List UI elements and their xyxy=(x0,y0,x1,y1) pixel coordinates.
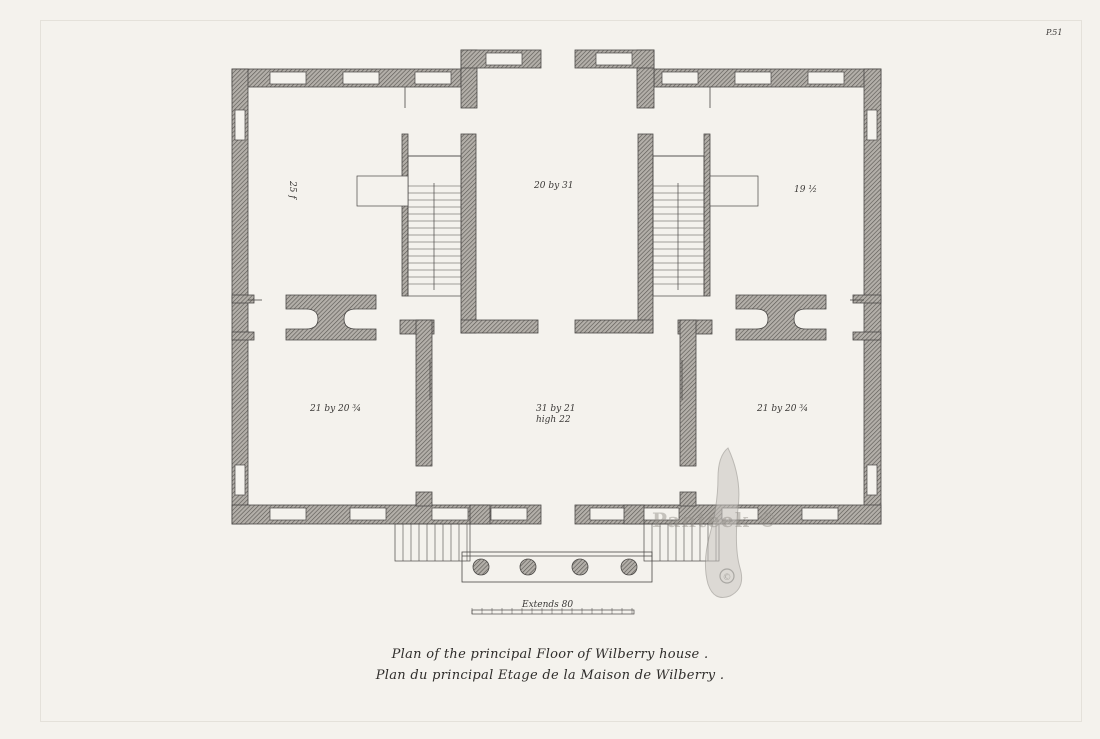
watermark-text: Panteek © xyxy=(652,508,779,532)
hall-wall-south-e xyxy=(574,319,654,334)
door-pier-w xyxy=(469,504,491,525)
interior-walls xyxy=(231,133,882,525)
stair-treads-west xyxy=(408,185,461,285)
staircase-east xyxy=(652,155,759,297)
stair-wall-e xyxy=(703,133,711,297)
column-1 xyxy=(472,558,490,576)
scale-ticks xyxy=(471,608,633,614)
stair-wall-w xyxy=(401,133,409,297)
column-4 xyxy=(620,558,638,576)
column-3 xyxy=(571,558,589,576)
hall-wall-south-w xyxy=(460,319,539,334)
door-jambs xyxy=(248,87,864,400)
caption-french: Plan du principal Etage de la Maison de … xyxy=(375,668,725,683)
room-label-southeast: 21 by 20 ¾ xyxy=(757,404,809,414)
scale-bar-label: Extends 80 xyxy=(522,600,574,610)
plate-mark xyxy=(40,20,1082,722)
chimney-east xyxy=(735,294,827,341)
staircase-west xyxy=(356,155,462,297)
room-label-saloon: 31 by 21 xyxy=(536,404,576,414)
room-label-southwest: 21 by 20 ¾ xyxy=(310,404,362,414)
room-label-saloon-height: high 22 xyxy=(536,415,571,425)
crosswall-e-1 xyxy=(852,294,882,304)
saloon-wall-east xyxy=(679,319,697,467)
crosswall-w-2 xyxy=(231,331,255,341)
chimney-west xyxy=(285,294,377,341)
room-label-northwest: 25 f xyxy=(287,181,297,199)
plate-number: P.51 xyxy=(1046,28,1063,37)
crosswall-w-1 xyxy=(231,294,255,304)
pier-sw xyxy=(415,491,433,507)
crosswall-e-2 xyxy=(852,331,882,341)
caption-english: Plan of the principal Floor of Wilberry … xyxy=(391,647,709,662)
hall-wall-west xyxy=(460,133,477,334)
door-pier-e xyxy=(623,504,645,525)
stair-treads-east xyxy=(653,185,704,285)
windows xyxy=(234,52,878,521)
hall-wall-east xyxy=(637,133,654,334)
svg-text:©: © xyxy=(723,573,732,583)
pier-se xyxy=(679,491,697,507)
entrance-steps-west xyxy=(394,523,471,562)
room-label-northeast: 19 ½ xyxy=(794,185,818,195)
exterior-walls xyxy=(231,49,882,525)
room-label-north-hall: 20 by 31 xyxy=(534,181,574,191)
watermark-logo: © xyxy=(704,447,743,598)
portico xyxy=(461,551,653,583)
saloon-wall-west xyxy=(415,319,433,467)
column-2 xyxy=(519,558,537,576)
step-lines-west xyxy=(402,524,468,561)
